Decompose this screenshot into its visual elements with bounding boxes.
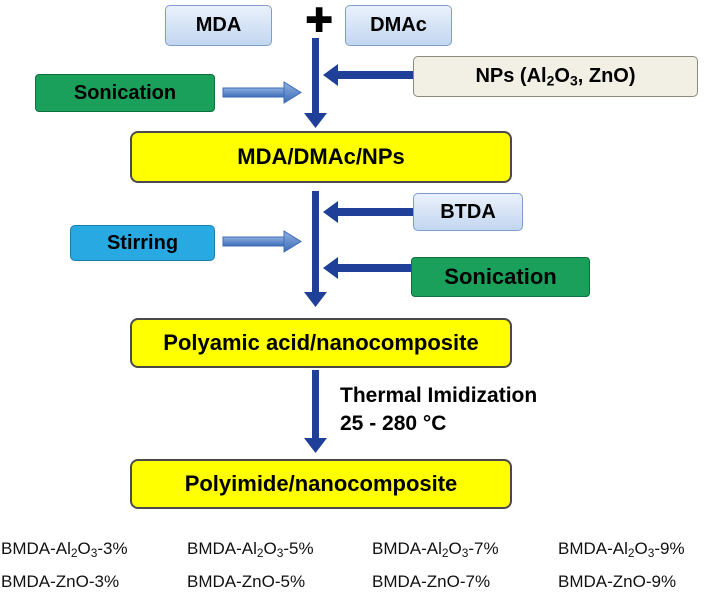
dmac-box: DMAc (345, 5, 452, 46)
stirring-label: Stirring (106, 231, 179, 254)
sample-al2o3-5: BMDA-Al2O3-5% (187, 539, 314, 560)
right-arrow-sonication (222, 81, 302, 104)
sonication-label-1: Sonication (73, 81, 177, 104)
imidization-temperature: 25 - 280 °C (340, 412, 447, 435)
sample-zno-9: BMDA-ZnO-9% (558, 572, 677, 591)
nanoparticles-box: NPs (Al2O3, ZnO) (413, 56, 698, 97)
sample-zno-7: BMDA-ZnO-7% (372, 572, 491, 591)
right-arrow-stirring (222, 230, 302, 253)
btda-box: BTDA (413, 193, 523, 231)
imidization-title: Thermal Imidization (340, 384, 538, 407)
polyimide-box: Polyimide/nanocomposite (130, 459, 512, 509)
nanoparticles-label: NPs (Al2O3, ZnO) (475, 65, 636, 89)
sample-zno-5: BMDA-ZnO-5% (187, 572, 306, 591)
mda-box: MDA (165, 5, 272, 46)
btda-label: BTDA (440, 200, 496, 223)
polyimide-label: Polyimide/nanocomposite (184, 471, 458, 496)
polyamic-box: Polyamic acid/nanocomposite (130, 318, 512, 368)
down-arrow-1 (304, 38, 327, 128)
mda-label: MDA (195, 14, 242, 36)
sample-zno-3: BMDA-ZnO-3% (1, 572, 120, 591)
down-arrow-2 (304, 191, 327, 307)
stirring-box: Stirring (70, 225, 215, 261)
sonication-box-2: Sonication (411, 257, 590, 297)
left-arrow-btda (323, 201, 413, 223)
mix-label: MDA/DMAc/NPs (237, 144, 405, 169)
sample-al2o3-3: BMDA-Al2O3-3% (1, 539, 128, 560)
sample-al2o3-7: BMDA-Al2O3-7% (372, 539, 499, 560)
plus-icon: ✚ (305, 2, 334, 40)
sonication-label-2: Sonication (444, 264, 557, 289)
sample-al2o3-9: BMDA-Al2O3-9% (558, 539, 685, 560)
left-arrow-nps (323, 64, 413, 86)
mix-box: MDA/DMAc/NPs (130, 131, 512, 183)
left-arrow-sonication (323, 257, 413, 279)
down-arrow-3 (304, 370, 327, 453)
sonication-box-1: Sonication (35, 74, 215, 112)
polyamic-label: Polyamic acid/nanocomposite (163, 330, 479, 355)
dmac-label: DMAc (370, 14, 427, 36)
